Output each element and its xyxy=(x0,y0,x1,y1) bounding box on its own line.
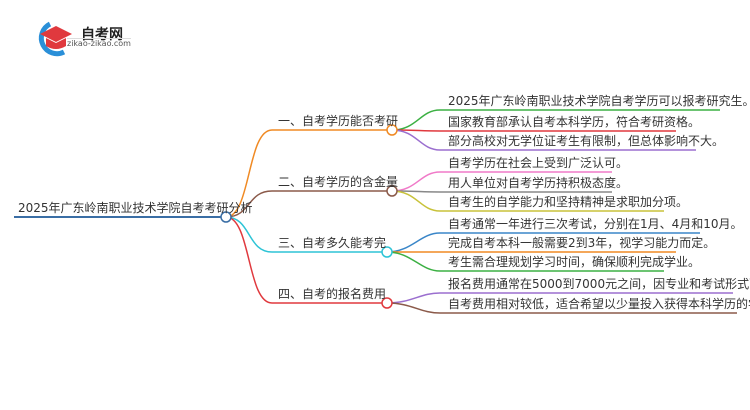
branch-node xyxy=(386,185,398,197)
leaf-connector xyxy=(391,129,696,151)
leaf-label: 自考学历在社会上受到广泛认可。 xyxy=(448,156,629,170)
leaf-connector xyxy=(386,302,737,314)
branch-node xyxy=(381,297,393,309)
branch-node xyxy=(381,246,393,258)
branch-node xyxy=(386,124,398,136)
logo-icon xyxy=(38,21,72,57)
logo-title: 自考网 xyxy=(81,27,123,43)
branch-connector xyxy=(225,216,387,304)
root-label: 2025年广东岭南职业技术学院自考考研分析 xyxy=(18,201,253,215)
logo-subtitle: zikao-zikao.com xyxy=(67,38,131,48)
branch-label: 三、自考多久能考完 xyxy=(278,236,387,250)
branch-label: 一、自考学历能否考研 xyxy=(278,114,399,128)
leaf-label: 自考费用相对较低，适合希望以少量投入获得本科学历的学生。 xyxy=(448,297,750,311)
branch-connector xyxy=(225,216,387,253)
leaf-label: 完成自考本科一般需要2到3年，视学习能力而定。 xyxy=(448,236,716,250)
leaf-connector xyxy=(391,190,612,193)
branch-label: 二、自考学历的含金量 xyxy=(278,175,399,189)
leaf-connector xyxy=(391,190,664,212)
leaf-label: 报名费用通常在5000到7000元之间，因专业和考试形式而异。 xyxy=(448,277,750,291)
leaf-label: 自考生的自学能力和坚持精神是求职加分项。 xyxy=(448,195,689,209)
branch-label: 四、自考的报名费用 xyxy=(278,287,387,301)
root-node xyxy=(220,211,232,223)
leaf-connector xyxy=(391,129,676,132)
leaf-label: 自考通常一年进行三次考试，分别在1月、4月和10月。 xyxy=(448,217,743,231)
leaf-label: 考生需合理规划学习时间，确保顺利完成学业。 xyxy=(448,255,701,269)
branch-connector xyxy=(225,129,392,218)
leaf-label: 部分高校对无学位证考生有限制，但总体影响不大。 xyxy=(448,134,725,148)
leaf-connector xyxy=(386,251,664,272)
leaf-label: 用人单位对自考学历持积极态度。 xyxy=(448,176,629,190)
leaf-label: 国家教育部承认自考本科学历，符合考研资格。 xyxy=(448,115,701,129)
leaf-label: 2025年广东岭南职业技术学院自考学历可以报考研究生。 xyxy=(448,94,750,108)
branch-connector xyxy=(225,190,392,218)
